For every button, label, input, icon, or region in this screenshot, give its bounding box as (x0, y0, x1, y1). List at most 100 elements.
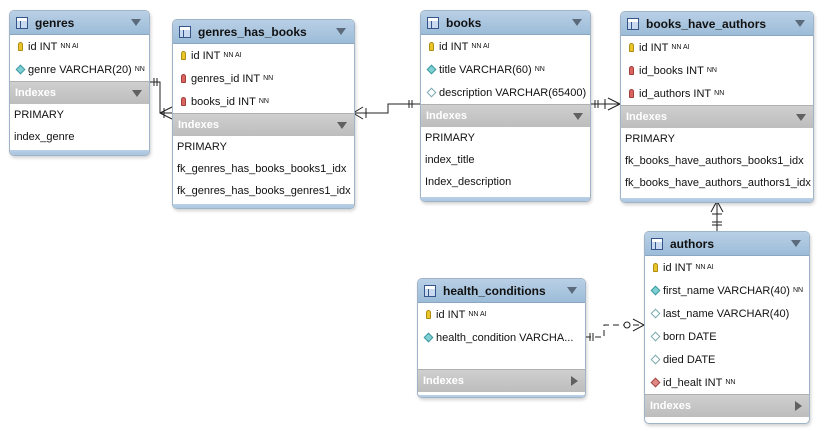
column-name: genre VARCHAR(20) (28, 63, 132, 76)
column-flags: NN AI (468, 311, 487, 318)
table-header[interactable]: health_conditions (418, 279, 585, 303)
table-footer (421, 197, 590, 201)
index-row[interactable]: fk_books_have_authors_books1_idx (625, 155, 804, 167)
column-name: id INT (436, 308, 466, 321)
column-row[interactable]: last_name VARCHAR(40) (645, 302, 809, 325)
collapse-arrow-icon[interactable] (131, 19, 141, 26)
column-flags: NN (706, 67, 717, 74)
column-name: last_name VARCHAR(40) (663, 307, 790, 320)
column-flags: NN (134, 66, 145, 73)
table-footer (418, 395, 585, 397)
expand-arrow-icon[interactable] (571, 376, 578, 386)
expand-arrow-icon[interactable] (795, 401, 802, 411)
index-row[interactable]: fk_genres_has_books_genres1_idx (177, 185, 351, 197)
table-icon (179, 25, 191, 38)
column-flags: NN AI (60, 43, 79, 50)
column-row[interactable]: born DATE (645, 325, 809, 348)
collapse-arrow-icon[interactable] (573, 113, 583, 120)
index-row[interactable]: PRIMARY (177, 141, 227, 153)
indexes-section-header[interactable]: Indexes (621, 105, 813, 128)
index-row[interactable]: index_title (425, 154, 475, 166)
index-row[interactable]: Index_description (425, 176, 512, 188)
column-row[interactable]: description VARCHAR(65400) (421, 81, 590, 104)
primary-key-icon (628, 43, 634, 52)
primary-key-icon (652, 263, 658, 272)
table-icon (16, 16, 28, 29)
table-footer (173, 204, 354, 208)
foreign-key-column-icon (650, 377, 660, 388)
table-footer (10, 150, 149, 155)
column-name: id INT (28, 40, 58, 53)
columns-spacer (418, 349, 585, 369)
column-name: id INT (439, 40, 469, 53)
column-diamond-icon (650, 285, 660, 296)
collapse-arrow-icon[interactable] (567, 287, 577, 294)
column-diamond-icon (423, 332, 433, 343)
table-icon (424, 284, 436, 297)
column-flags: NN (258, 98, 269, 105)
indexes-section-header[interactable]: Indexes (645, 394, 809, 417)
column-row[interactable]: health_condition VARCHA... (418, 326, 585, 349)
column-name: id INT (663, 261, 693, 274)
column-row[interactable]: first_name VARCHAR(40)NN (645, 279, 809, 302)
column-row[interactable]: title VARCHAR(60)NN (421, 58, 590, 81)
foreign-key-icon (628, 89, 634, 98)
collapse-arrow-icon[interactable] (336, 28, 346, 35)
index-row[interactable]: fk_genres_has_books_books1_idx (177, 163, 347, 175)
column-name: title VARCHAR(60) (439, 63, 532, 76)
indexes-section-header[interactable]: Indexes (10, 81, 149, 104)
collapse-arrow-icon[interactable] (132, 90, 142, 97)
index-row[interactable]: index_genre (14, 131, 75, 143)
index-row[interactable]: PRIMARY (425, 132, 475, 144)
primary-key-icon (428, 42, 434, 51)
collapse-arrow-icon[interactable] (791, 240, 801, 247)
column-diamond-icon (426, 64, 436, 75)
column-name: books_id INT (191, 95, 256, 108)
collapse-arrow-icon[interactable] (795, 20, 805, 27)
table-header[interactable]: genres_has_books (173, 20, 354, 44)
table-header[interactable]: books_have_authors (621, 12, 813, 36)
indexes-section-header[interactable]: Indexes (173, 113, 354, 136)
primary-key-icon (17, 42, 23, 51)
table-header[interactable]: books (421, 11, 590, 35)
index-row[interactable]: PRIMARY (625, 133, 675, 145)
column-row[interactable]: genre VARCHAR(20)NN (10, 58, 149, 81)
table-name: health_conditions (443, 283, 546, 298)
collapse-arrow-icon[interactable] (337, 122, 347, 129)
column-name: health_condition VARCHA... (436, 331, 574, 344)
indexes-section-header[interactable]: Indexes (418, 369, 585, 392)
index-row[interactable]: PRIMARY (14, 109, 64, 121)
column-row[interactable]: died DATE (645, 348, 809, 371)
table-footer (621, 198, 813, 202)
column-name: id_healt INT (663, 376, 723, 389)
collapse-arrow-icon[interactable] (796, 114, 806, 121)
collapse-arrow-icon[interactable] (572, 19, 582, 26)
nullable-column-icon (650, 331, 660, 342)
column-flags: NN (263, 75, 274, 82)
table-header[interactable]: authors (645, 232, 809, 256)
table-icon (651, 237, 663, 250)
indexes-section-header[interactable]: Indexes (421, 104, 590, 127)
indexes-label: Indexes (423, 375, 464, 387)
table-header[interactable]: genres (10, 11, 149, 35)
index-row[interactable]: fk_books_have_authors_authors1_idx (625, 177, 811, 189)
primary-key-icon (180, 51, 186, 60)
column-flags: NN AI (671, 44, 690, 51)
